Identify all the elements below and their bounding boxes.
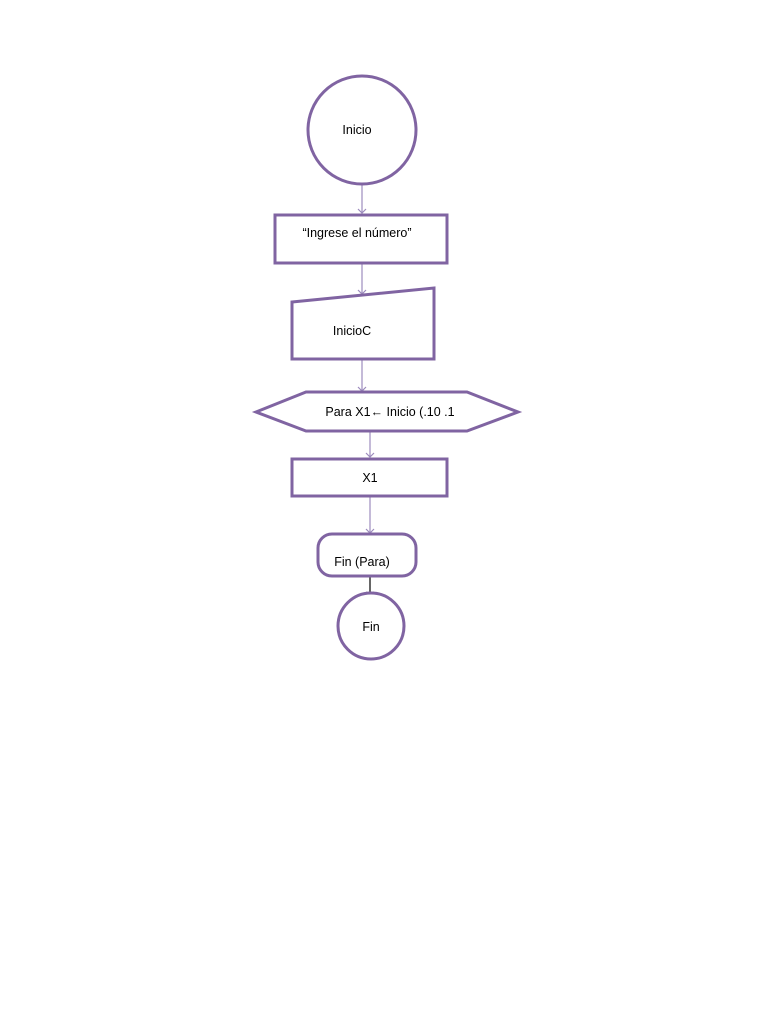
end-node-label: Fin [362,620,379,634]
start-node-label: Inicio [342,123,371,137]
start-node: Inicio [306,74,418,186]
loop-preparation-node: Para X1← Inicio (.10 .1 [251,390,523,433]
prompt-process-node: “Ingrese el número” [273,213,449,265]
loop-end-node: Fin (Para) [316,532,418,578]
loop-preparation-label: Para X1← Inicio (.10 .1 [325,405,454,419]
output-process-node: X1 [290,457,449,498]
prompt-process-label: “Ingrese el número” [302,226,411,240]
manual-input-node: InicioC [290,286,436,361]
manual-input-label: InicioC [333,324,371,338]
output-process-label: X1 [362,471,377,485]
loop-end-label: Fin (Para) [334,555,390,569]
end-node: Fin [336,591,406,661]
